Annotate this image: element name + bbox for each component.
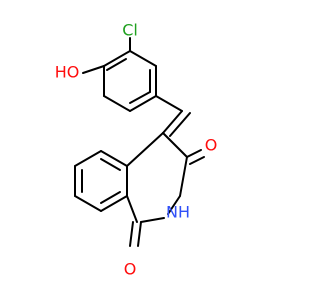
bond <box>100 150 128 167</box>
bond <box>167 195 181 215</box>
bond <box>126 132 164 167</box>
bond <box>186 149 202 158</box>
carbonyl-oxygen-bottom-label: O <box>124 260 137 279</box>
bond <box>137 221 142 247</box>
structure-canvas: Cl HO O NH O <box>55 21 218 279</box>
bond <box>162 132 188 158</box>
bond <box>74 150 102 167</box>
bond <box>74 195 102 212</box>
bond <box>103 50 131 67</box>
bond <box>169 112 191 137</box>
bond <box>129 95 157 112</box>
chlorine-atom-label: Cl <box>122 21 138 40</box>
bond <box>162 110 183 134</box>
bond <box>103 95 131 112</box>
bond <box>100 195 128 212</box>
bond <box>155 95 183 112</box>
bond <box>82 65 105 74</box>
bond <box>129 50 157 67</box>
bond <box>100 158 121 171</box>
bond <box>106 58 127 71</box>
bond <box>126 195 138 223</box>
bond <box>179 156 188 197</box>
imide-nitrogen-label: NH <box>166 203 190 222</box>
bond <box>129 221 134 247</box>
bond-layer <box>74 37 205 247</box>
hydroxyl-group-label: HO <box>55 63 80 82</box>
bond <box>129 91 151 104</box>
bond <box>140 217 165 223</box>
bond <box>189 156 205 165</box>
molecule-diagram: Cl HO O NH O <box>55 21 218 279</box>
atom-label-layer: Cl HO O NH O <box>55 21 218 279</box>
bond <box>100 191 121 204</box>
carbonyl-oxygen-top-label: O <box>205 136 218 155</box>
